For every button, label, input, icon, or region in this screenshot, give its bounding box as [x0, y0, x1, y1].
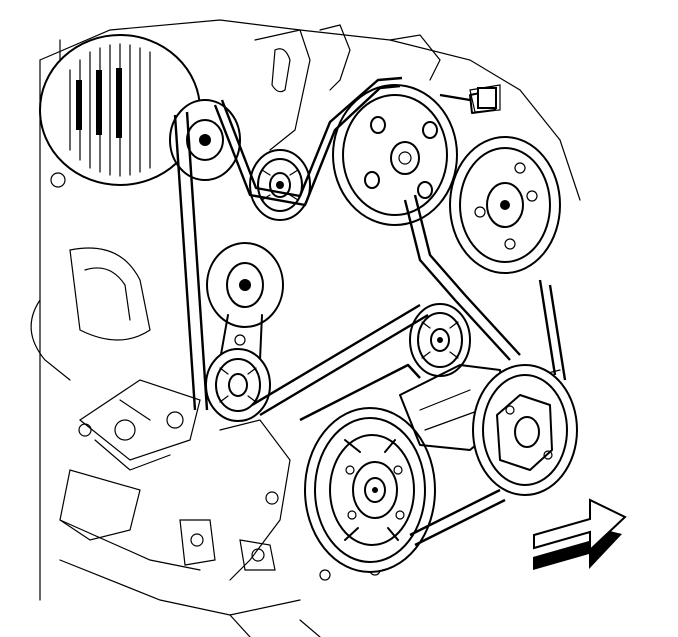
generator-pulley-icon [39, 34, 241, 186]
engine-block [30, 19, 581, 637]
front-of-vehicle-arrow-icon [533, 498, 627, 570]
bolt-icon [477, 87, 497, 109]
pump-pulley-icon [332, 84, 458, 226]
tensioner-pulley-icon [206, 242, 284, 361]
water-pump-pulley-icon [449, 89, 561, 274]
compressor-pulley-icon [399, 364, 578, 496]
serpentine-belt [173, 76, 567, 547]
crankshaft-pulley-icon [304, 407, 436, 573]
idler-pulley-icon [205, 348, 271, 422]
idler-pulley-icon [249, 149, 311, 221]
